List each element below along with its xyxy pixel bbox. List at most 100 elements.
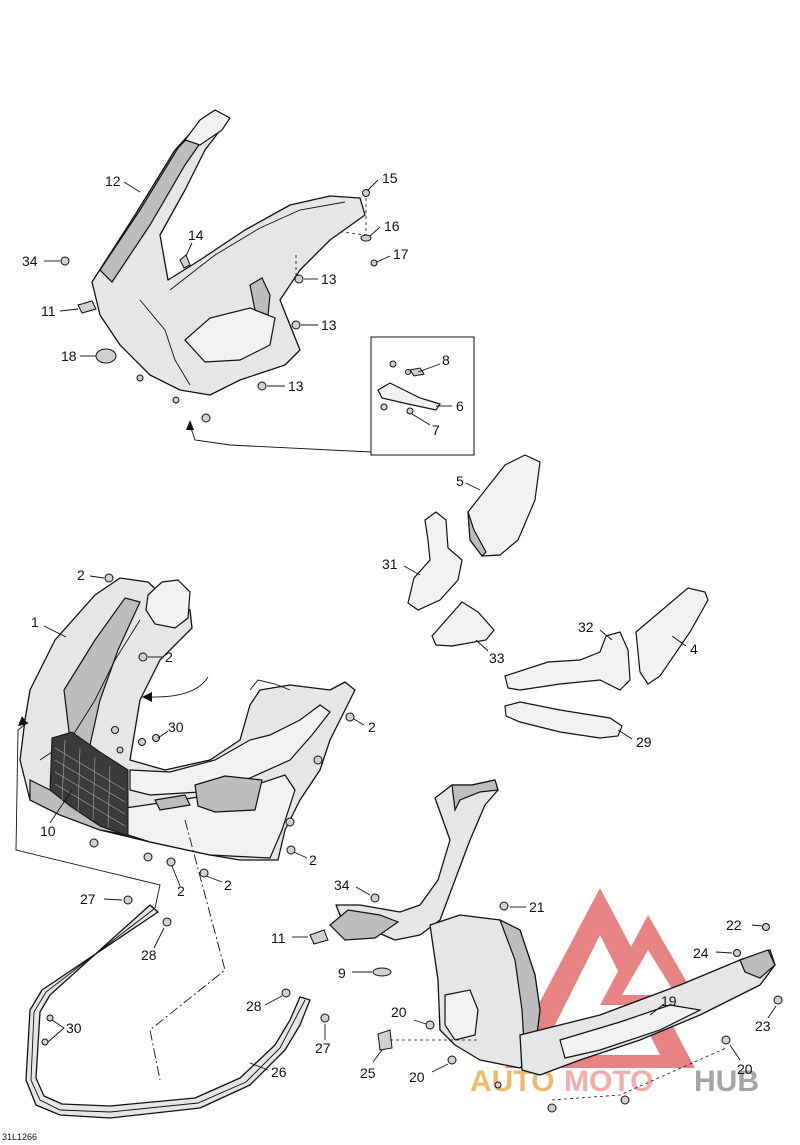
callout-25: 25	[360, 1065, 376, 1081]
callout-2-b: 2	[165, 649, 173, 665]
leader-1	[43, 625, 67, 638]
screw-2-d	[313, 755, 323, 765]
leader-34-lower	[355, 886, 371, 896]
callout-30: 31	[382, 556, 398, 572]
leader-2-e	[205, 875, 223, 883]
leader-7	[411, 413, 431, 426]
callout-32: 33	[489, 650, 505, 666]
pad-30	[407, 511, 463, 611]
inset-arrow-head	[186, 420, 194, 430]
screw-15	[362, 189, 370, 197]
leader-17	[376, 255, 391, 263]
pad-5-edge	[467, 511, 487, 557]
leader-29-top	[157, 730, 169, 739]
fastener-axis-20	[551, 1047, 727, 1101]
callout-labels: 12 14 34 11 18 15 16 17 13 13 13 8 6 7 5…	[22, 170, 771, 1085]
inner-panel-edge-line	[169, 201, 346, 291]
bolt-27-a	[123, 895, 133, 905]
detail-inset-frame	[370, 336, 475, 456]
leader-5	[465, 482, 481, 491]
upper-fasteners	[60, 189, 378, 423]
callout-1: 1	[31, 614, 39, 630]
callout-2-d: 2	[309, 852, 317, 868]
callout-13-a: 13	[321, 271, 337, 287]
callout-27-a: 27	[80, 891, 96, 907]
bottom-pan-recess	[559, 1004, 702, 1059]
clip-29-d	[116, 746, 124, 754]
leader-2-a	[89, 575, 105, 579]
reference-code: 31L1266	[2, 1132, 37, 1142]
watermark-triangle-small-inner	[622, 950, 676, 995]
leader-33	[617, 729, 633, 740]
leader-16	[369, 226, 381, 237]
bumper-26	[25, 895, 330, 1119]
nut-13-c	[257, 381, 267, 391]
callout-2-a: 2	[77, 567, 85, 583]
clip-14	[179, 254, 191, 269]
bottom-pan-tip	[739, 949, 776, 979]
lower-side-assembly	[329, 779, 776, 1076]
grille-10	[49, 731, 129, 837]
foam-pads	[407, 454, 709, 739]
leader-31	[599, 629, 613, 641]
screw-20-c	[721, 1035, 731, 1045]
callout-31: 32	[578, 619, 594, 635]
spring-8	[409, 367, 425, 377]
front-fascia-top-tab	[249, 679, 291, 691]
leader-10	[49, 789, 73, 824]
leader-25	[372, 1049, 383, 1063]
callout-11-lower: 11	[271, 930, 286, 946]
bolt-34-lower	[370, 893, 380, 903]
front-fascia-upper-lip	[129, 704, 331, 796]
leader-22	[751, 924, 763, 927]
screw-2-b	[138, 652, 148, 662]
inner-panel-vent	[249, 277, 271, 316]
bumper-tube	[25, 904, 311, 1119]
fascia-arrows	[15, 676, 226, 1081]
bumper-25	[377, 1029, 393, 1051]
callout-27-b: 27	[315, 1040, 331, 1056]
callout-28-a: 28	[141, 947, 157, 963]
install-arrow	[149, 676, 209, 698]
clip-29-a	[138, 738, 146, 746]
leader-15	[367, 179, 379, 191]
leader-28-b	[264, 995, 283, 1006]
callout-11-top: 11	[41, 303, 56, 319]
callout-20-b: 20	[409, 1069, 425, 1085]
callout-14: 14	[188, 227, 204, 243]
leader-29-a	[51, 1019, 65, 1029]
cap-18	[95, 348, 117, 364]
front-fascia-assembly	[19, 577, 356, 861]
leader-2-c	[353, 718, 365, 726]
leader-27-a	[103, 898, 123, 901]
nut-13-f	[136, 374, 144, 382]
nut-13-b	[291, 320, 301, 330]
nut-28-a	[162, 917, 172, 927]
washer-24	[733, 949, 741, 957]
leader-11-top	[59, 308, 79, 312]
grille-hex-pattern	[54, 739, 126, 829]
callout-2-c: 2	[368, 719, 376, 735]
bolt-27-b	[320, 1013, 330, 1023]
leader-19	[649, 1003, 665, 1016]
callout-17: 17	[393, 246, 409, 262]
watermark-text-moto: MOTO	[564, 1065, 653, 1098]
side-upright-edge	[451, 779, 499, 813]
rivet-7-a	[380, 403, 388, 411]
clip-29-f	[41, 1038, 49, 1046]
install-arrow-head	[142, 692, 152, 702]
nut-13-d	[201, 413, 211, 423]
fastener-axis-15	[341, 198, 367, 236]
callout-7: 7	[432, 422, 440, 438]
callout-21: 21	[529, 899, 545, 915]
nut-13-a	[294, 274, 304, 284]
detail-inset	[186, 336, 475, 456]
washer-16	[360, 234, 372, 242]
callout-29-top: 30	[168, 719, 184, 735]
push-rivet-21	[499, 901, 509, 911]
callout-13-c: 13	[288, 378, 304, 394]
leader-14	[185, 242, 193, 257]
callout-4: 4	[690, 641, 698, 657]
front-fascia-mount-socket	[145, 579, 191, 629]
